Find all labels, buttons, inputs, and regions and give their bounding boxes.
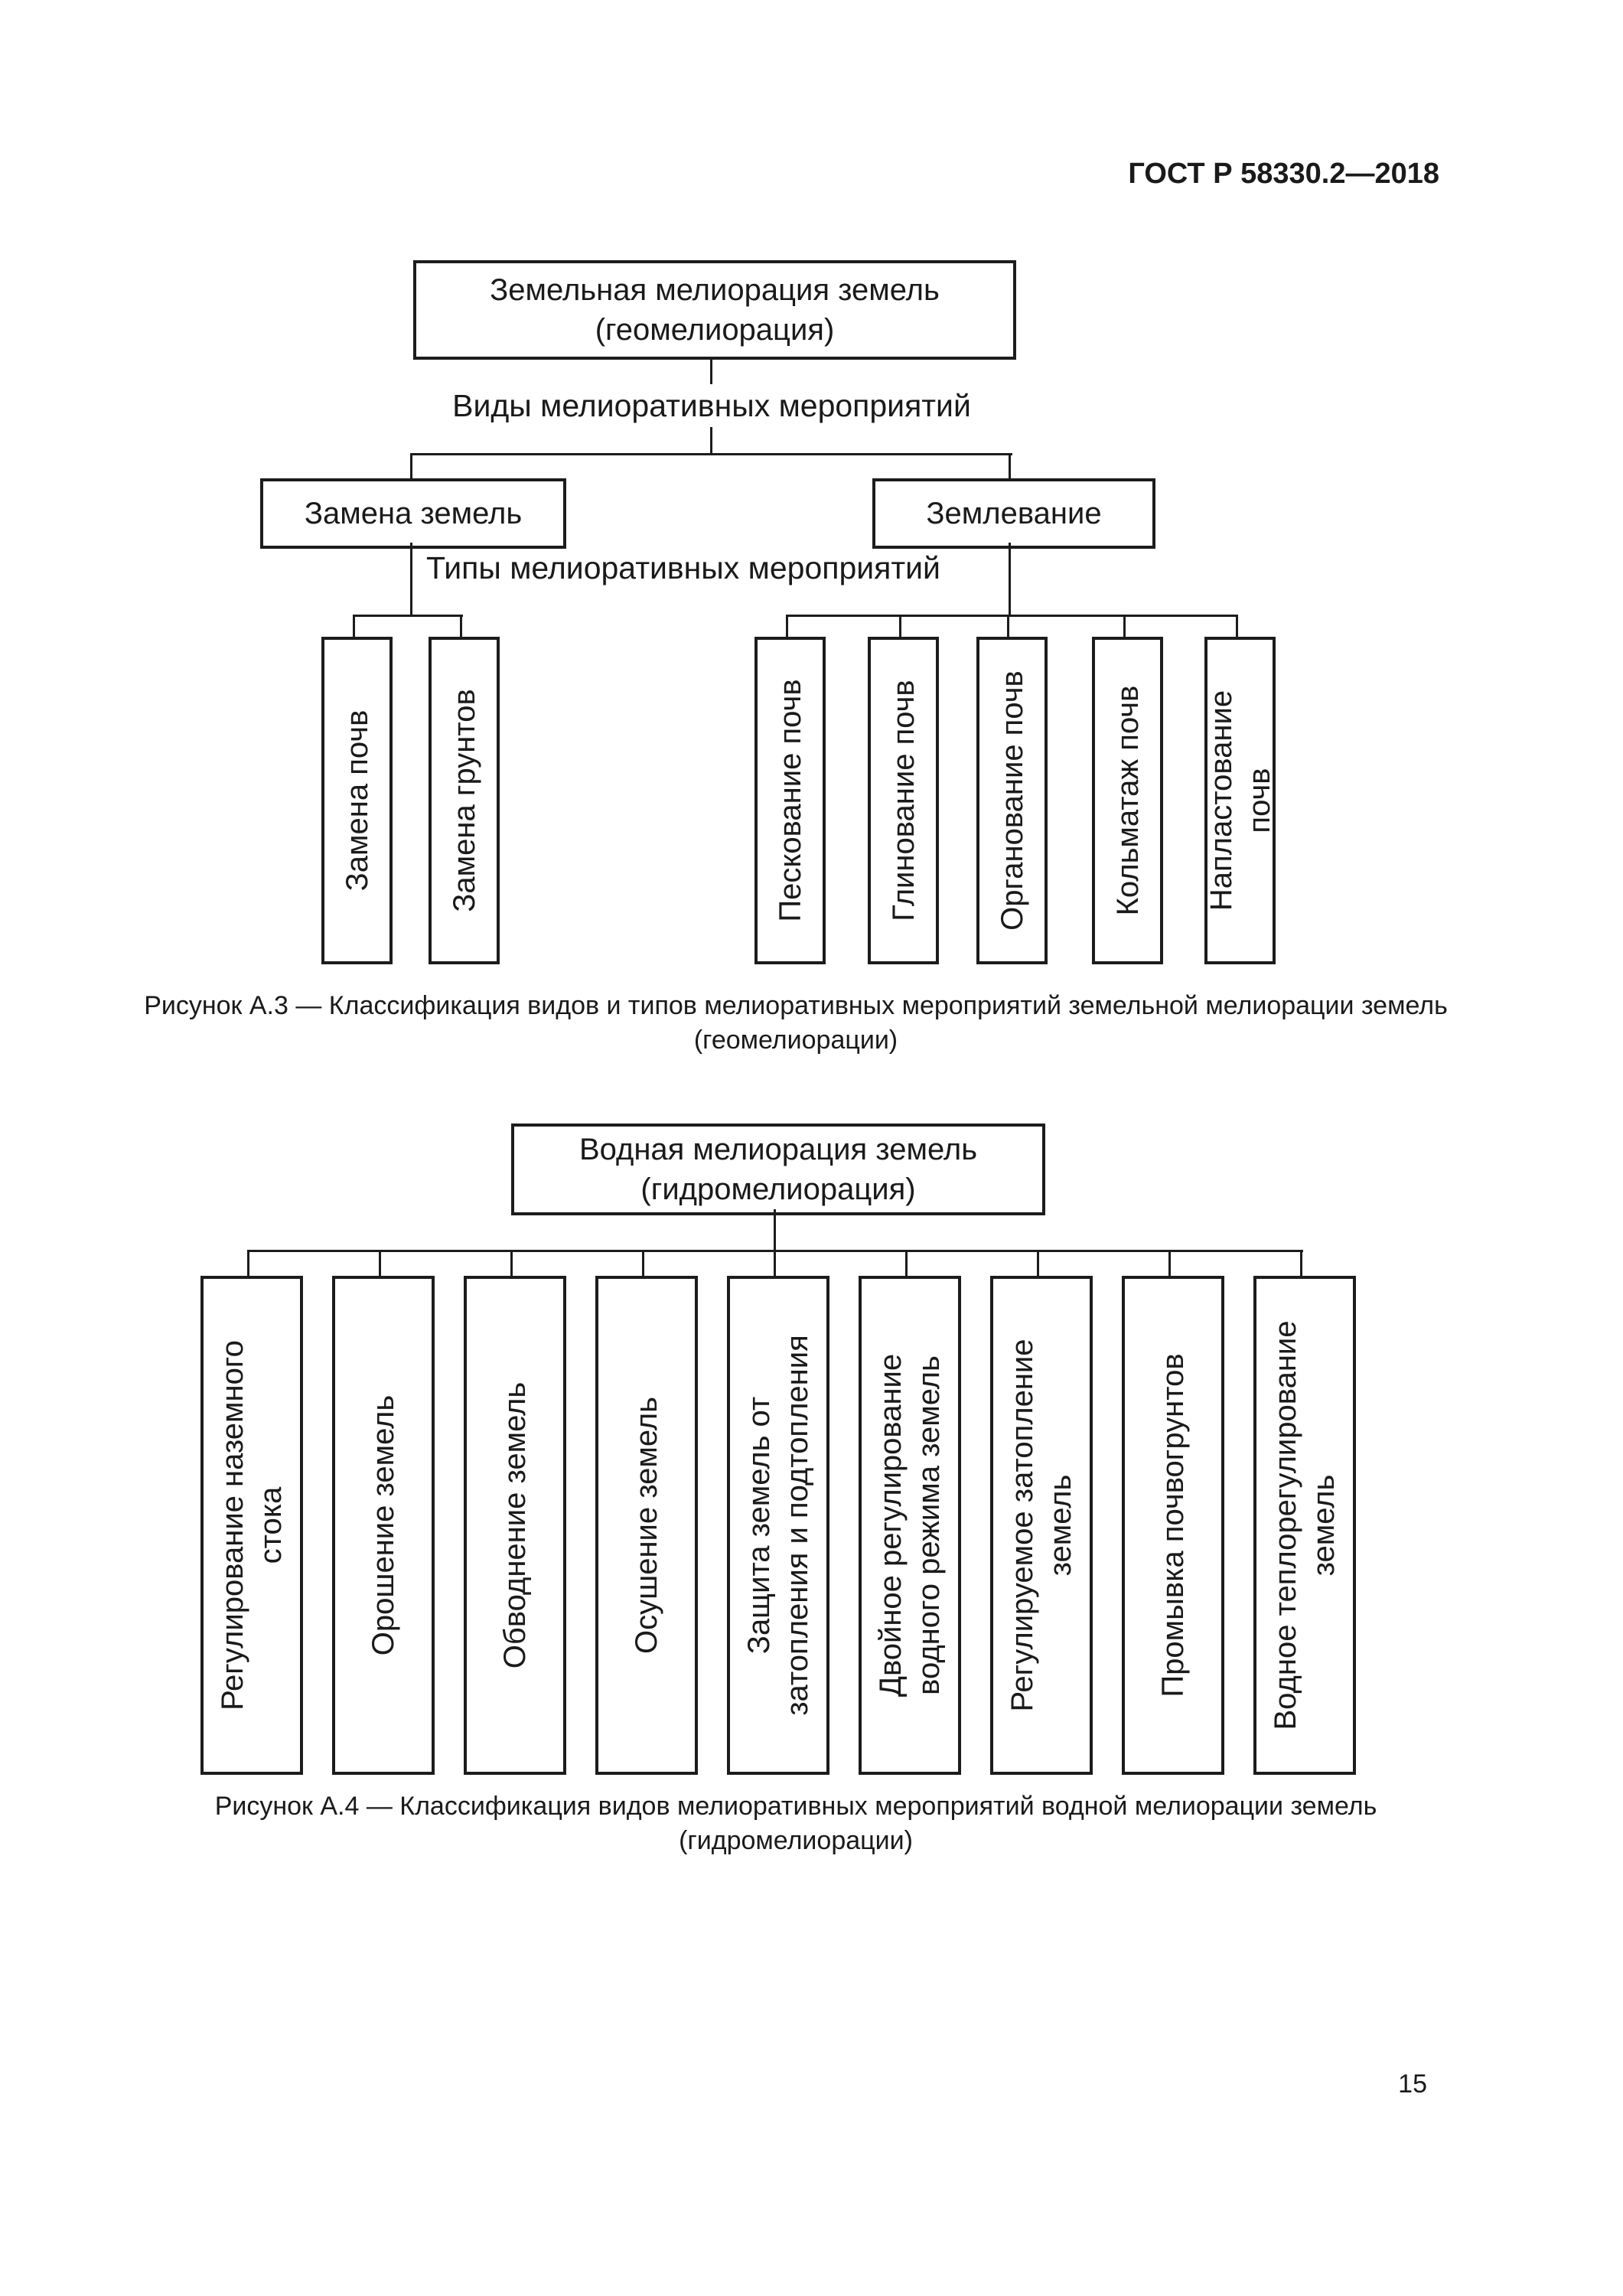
caption-a3-line2: (геомелиорации) (693, 1026, 898, 1055)
caption-a3-line1: Рисунок А.3 — Классификация видов и типо… (144, 991, 1448, 1020)
a3-type-box: Пескование почв (754, 637, 826, 964)
connector-line (642, 1250, 644, 1278)
connector-line (786, 615, 1238, 617)
connector-line (247, 1250, 249, 1278)
a3-type-box: Глинование почв (868, 637, 939, 964)
a4-type-label: Водное теплорегулирование земель (1269, 1320, 1341, 1730)
connector-line (1236, 615, 1238, 639)
connector-line (410, 453, 412, 480)
a4-type-box: Водное теплорегулирование земель (1253, 1276, 1356, 1775)
a4-type-label: Промывка почвогрунтов (1156, 1353, 1190, 1698)
a4-type-label: Осушение земель (630, 1397, 663, 1654)
a4-type-box: Промывка почвогрунтов (1122, 1276, 1224, 1775)
a4-type-box: Двойное регулирование водного режима зем… (859, 1276, 961, 1775)
connector-line (1300, 1250, 1302, 1278)
connector-line (1007, 615, 1009, 639)
a3-type-label: Замена грунтов (447, 689, 481, 912)
page-number: 15 (1398, 2069, 1427, 2099)
a3-type-box: Замена грунтов (429, 637, 500, 964)
caption-a3: Рисунок А.3 — Классификация видов и типо… (122, 989, 1469, 1058)
connector-line (710, 357, 712, 384)
connector-line (1037, 1250, 1039, 1278)
a4-type-label: Защита земель от затопления и подтоплени… (742, 1335, 814, 1716)
caption-a4-line2: (гидромелиорации) (679, 1826, 913, 1855)
a4-type-box: Регулируемое затопление земель (990, 1276, 1093, 1775)
connector-line (774, 1209, 776, 1252)
a3-types-label: Типы мелиоративных мероприятий (426, 550, 940, 585)
a3-type-label: Замена почв (340, 709, 374, 892)
connector-line (460, 615, 462, 639)
connector-line (353, 615, 463, 617)
connector-line (899, 615, 901, 639)
a4-root-box: Водная мелиорация земель (гидромелиораци… (511, 1124, 1045, 1215)
connector-line (1123, 615, 1126, 639)
a3-branch-left-box: Замена земель (260, 478, 566, 549)
a4-type-label: Орошение земель (367, 1394, 400, 1656)
connector-line (1009, 453, 1011, 480)
connector-line (710, 427, 712, 453)
connector-line (1168, 1250, 1171, 1278)
document-header: ГОСТ Р 58330.2—2018 (1128, 158, 1439, 190)
a4-type-label: Двойное регулирование водного режима зем… (874, 1353, 946, 1698)
a3-type-box: Органование почв (976, 637, 1048, 964)
connector-line (774, 1250, 776, 1278)
a3-branch-right-box: Землевание (872, 478, 1155, 549)
a3-type-box: Кольматаж почв (1092, 637, 1163, 964)
caption-a4: Рисунок А.4 — Классификация видов мелиор… (122, 1789, 1469, 1858)
connector-line (379, 1250, 381, 1278)
a3-type-box: Напластование почв (1204, 637, 1276, 964)
connector-line (1009, 543, 1011, 617)
connector-line (786, 615, 788, 639)
a3-type-label: Напластование почв (1204, 690, 1276, 912)
connector-line (353, 615, 355, 639)
a3-type-box: Замена почв (321, 637, 393, 964)
a3-kinds-label: Виды мелиоративных мероприятий (452, 388, 971, 423)
a3-type-label: Кольматаж почв (1110, 685, 1145, 916)
a3-root-box: Земельная мелиорация земель (геомелиорац… (413, 260, 1016, 360)
connector-line (905, 1250, 908, 1278)
a4-type-box: Защита земель от затопления и подтоплени… (727, 1276, 829, 1775)
a4-type-box: Обводнение земель (464, 1276, 566, 1775)
a4-type-label: Регулирование наземного стока (216, 1340, 288, 1711)
a4-type-box: Регулирование наземного стока (200, 1276, 303, 1775)
caption-a4-line1: Рисунок А.4 — Классификация видов мелиор… (214, 1792, 1377, 1821)
connector-line (410, 453, 1012, 455)
a3-type-label: Глинование почв (886, 680, 921, 921)
a4-type-label: Обводнение земель (498, 1381, 532, 1669)
a4-type-box: Осушение земель (595, 1276, 698, 1775)
connector-line (510, 1250, 513, 1278)
a3-type-label: Органование почв (995, 670, 1029, 931)
a3-type-label: Пескование почв (773, 679, 807, 922)
a4-type-label: Регулируемое затопление земель (1005, 1339, 1077, 1712)
a4-type-box: Орошение земель (332, 1276, 435, 1775)
connector-line (410, 543, 412, 617)
